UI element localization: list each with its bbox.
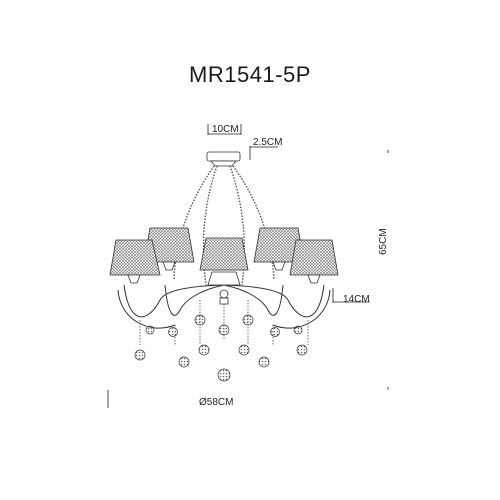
- plate-height-dimension-line: [249, 146, 278, 160]
- dimension-lines: [107, 124, 389, 408]
- crystal-drops: [134, 300, 309, 382]
- lamp-shade-front-right: [289, 239, 339, 276]
- dimension-label-shade-height: 14CM: [343, 294, 370, 305]
- dimension-label-plate-width: 10CM: [212, 124, 239, 135]
- lamp-shade-front-left: [109, 239, 161, 276]
- shade-height-dimension-line: [332, 288, 370, 303]
- central-body: [207, 271, 241, 305]
- lamp-shades: [109, 227, 339, 284]
- dimension-label-diameter: Ø58CM: [199, 397, 234, 408]
- model-title: MR1541-5P: [189, 62, 311, 87]
- dimension-label-plate-height: 2.5CM: [253, 137, 283, 148]
- lamp-shade-center: [199, 237, 249, 271]
- ceiling-plate: [206, 151, 241, 167]
- plate-width-dimension-line: [207, 124, 242, 135]
- arms: [117, 284, 331, 329]
